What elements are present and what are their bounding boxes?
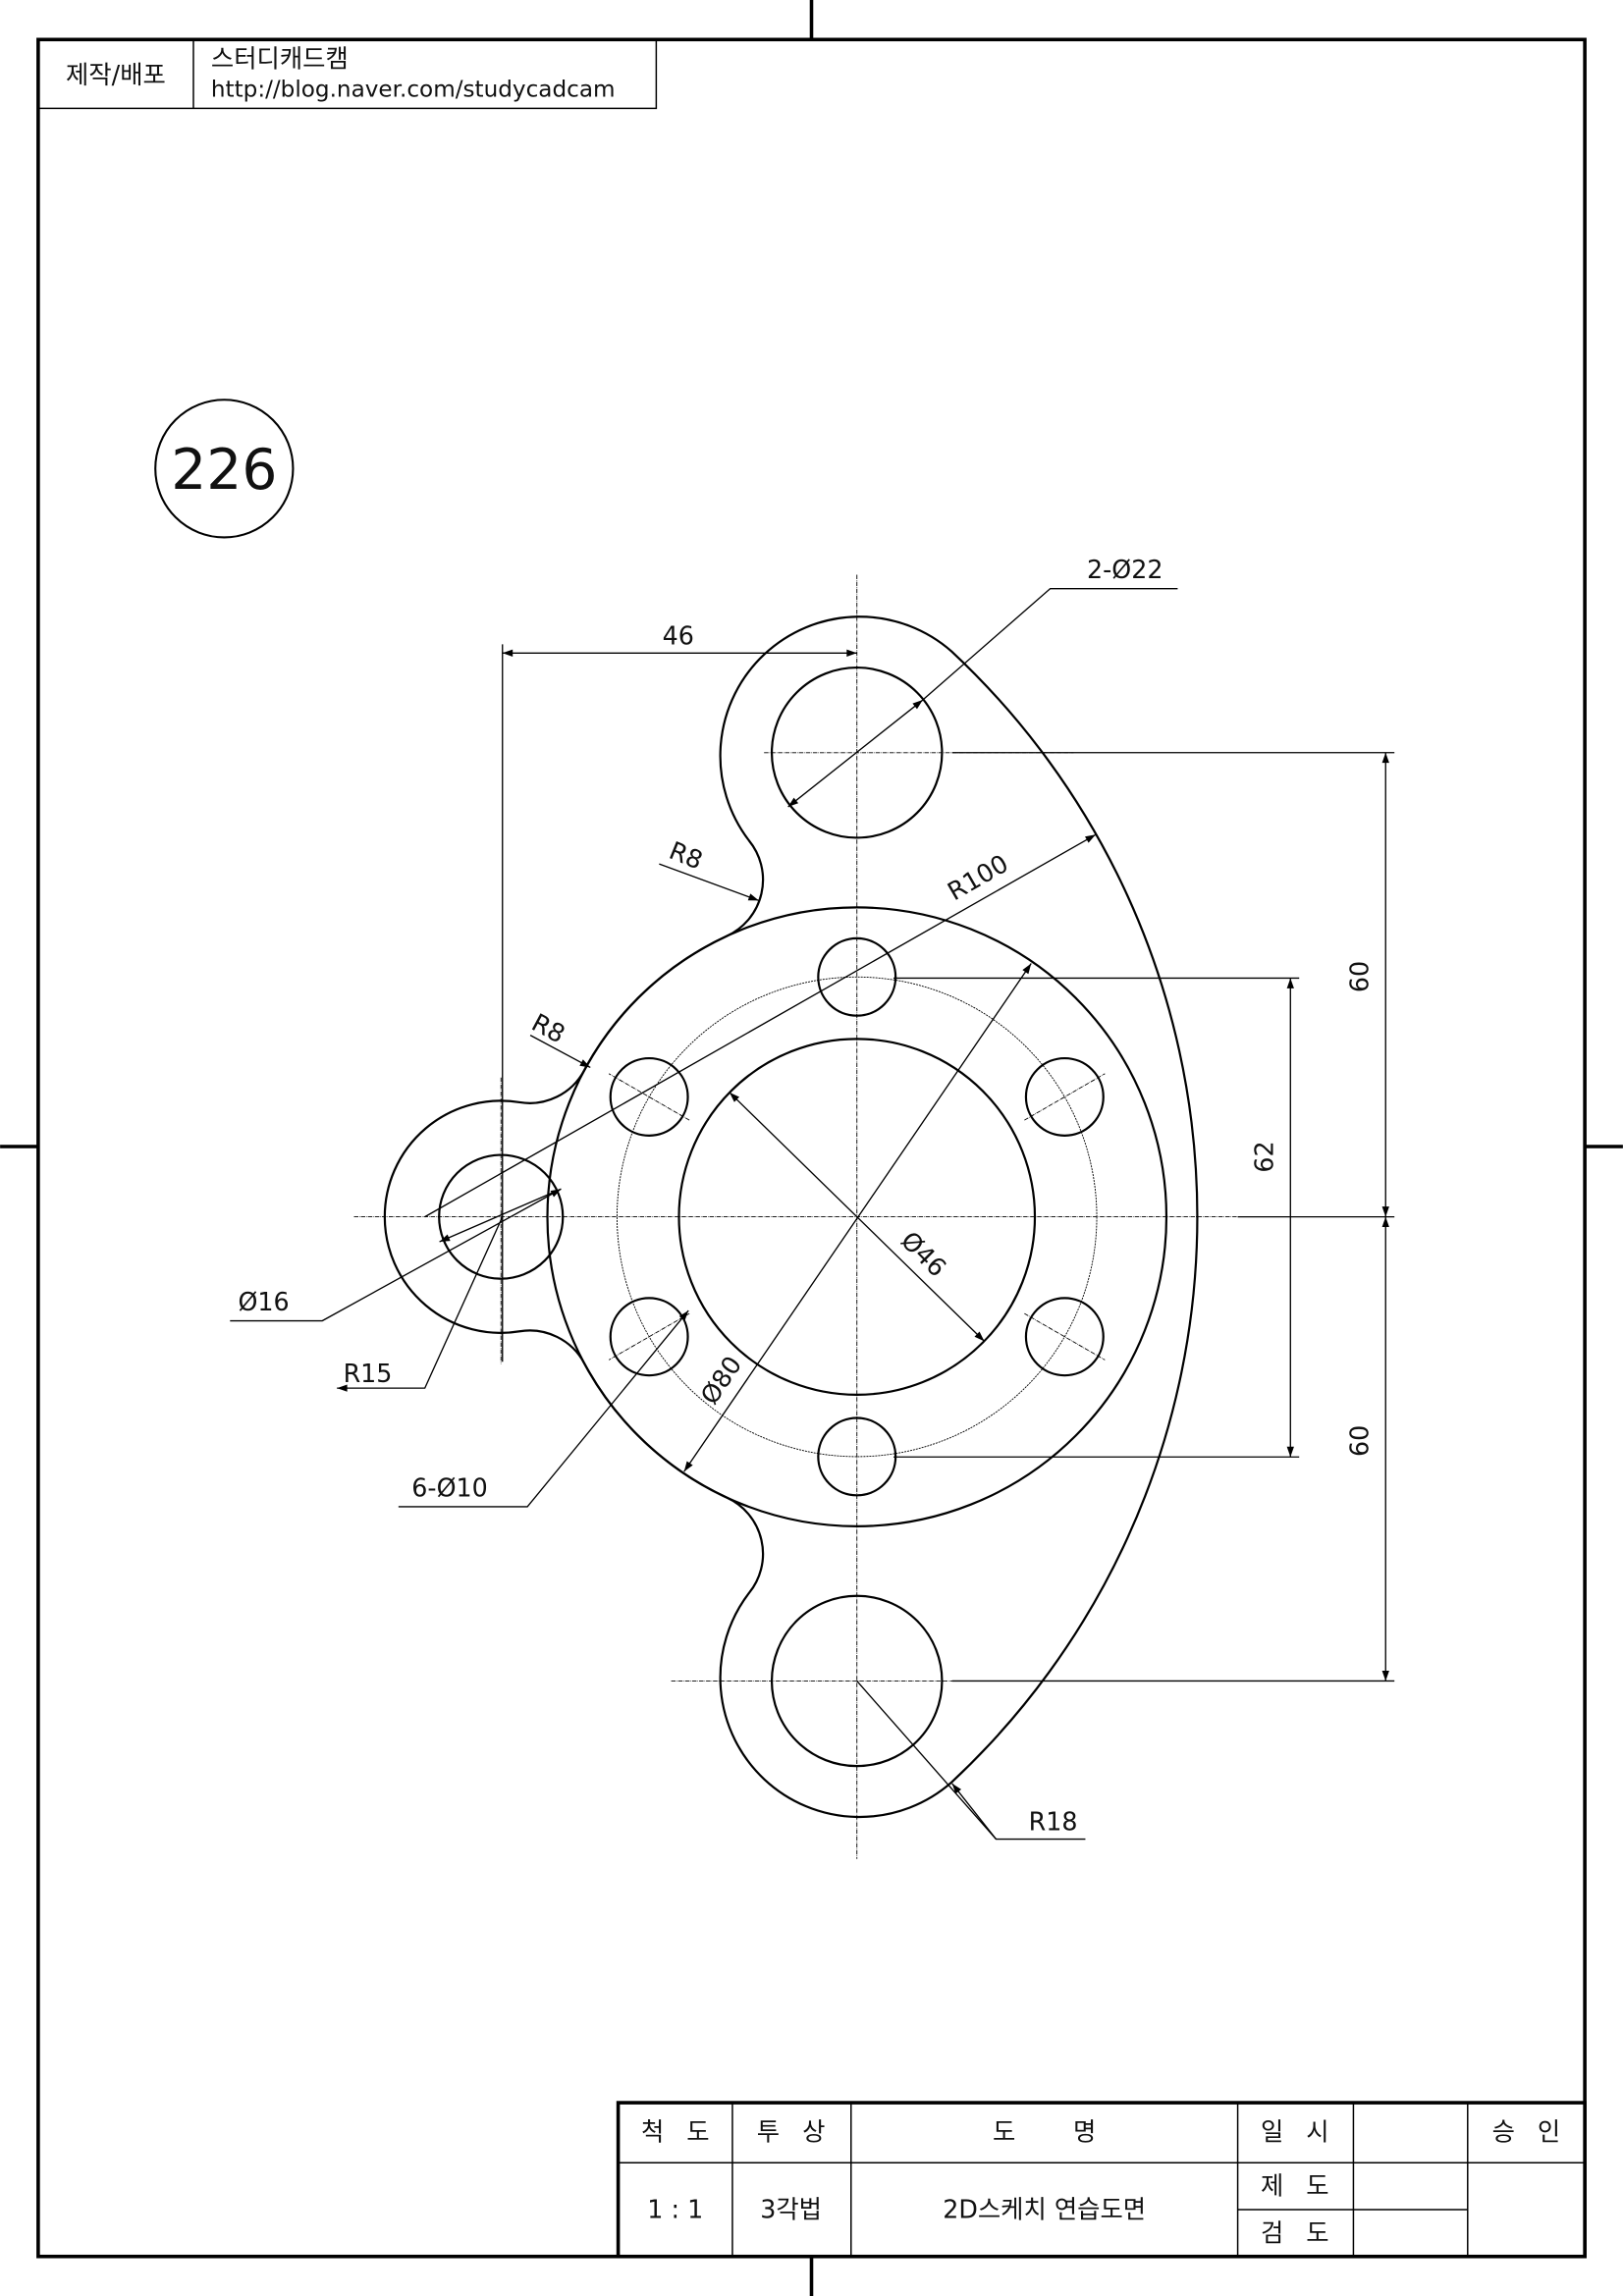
dim-80: Ø80	[694, 1351, 747, 1410]
drafted-label: 제 도	[1261, 2171, 1329, 2201]
dim-r18: R18	[1029, 1807, 1078, 1837]
dim-62: 62	[1249, 1141, 1278, 1172]
approval-label: 승 인	[1492, 2116, 1561, 2146]
part-outline	[385, 616, 1198, 1817]
dim-bore-46: Ø46	[895, 1225, 952, 1282]
dim-60-bottom: 60	[1344, 1425, 1374, 1457]
publisher-label: 제작/배포	[66, 60, 166, 89]
dim-2-hole-22: 2-Ø22	[1087, 555, 1163, 584]
date-label: 일 시	[1261, 2116, 1329, 2146]
drawing-number: 226	[171, 438, 277, 503]
dim-16: Ø16	[238, 1287, 289, 1316]
scale-value: 1 : 1	[647, 2194, 703, 2223]
dim-60-top: 60	[1344, 961, 1374, 992]
publisher-box: 제작/배포 스터디캐드캠 http://blog.naver.com/study…	[37, 38, 658, 110]
title-block: 척 도 투 상 도 명 일 시 승 인 제 도 검 도 1 : 1 3각법 2D…	[616, 2101, 1587, 2259]
center-lines	[353, 575, 1243, 1859]
publisher-org: 스터디캐드캠	[211, 44, 349, 74]
drawing-name-value: 2D스케치 연습도면	[943, 2194, 1146, 2223]
dim-r100: R100	[943, 848, 1013, 906]
part-geometry	[353, 575, 1243, 1859]
drawing-number-badge: 226	[154, 399, 295, 539]
checked-label: 검 도	[1261, 2217, 1329, 2247]
scale-label: 척 도	[641, 2116, 710, 2146]
dim-6-hole-10: 6-Ø10	[411, 1473, 487, 1503]
dimensions: 46 2-Ø22 R8 R8 R100 Ø46 Ø80 Ø16 R15 6-Ø1…	[230, 555, 1395, 1841]
dim-46: 46	[663, 620, 694, 650]
projection-label: 투 상	[757, 2116, 826, 2146]
publisher-url: http://blog.naver.com/studycadcam	[211, 77, 616, 102]
dim-r8-lower: R8	[527, 1007, 570, 1048]
projection-value: 3각법	[760, 2194, 822, 2223]
drawing-name-label: 도 명	[993, 2116, 1096, 2146]
dim-r15: R15	[344, 1359, 393, 1388]
